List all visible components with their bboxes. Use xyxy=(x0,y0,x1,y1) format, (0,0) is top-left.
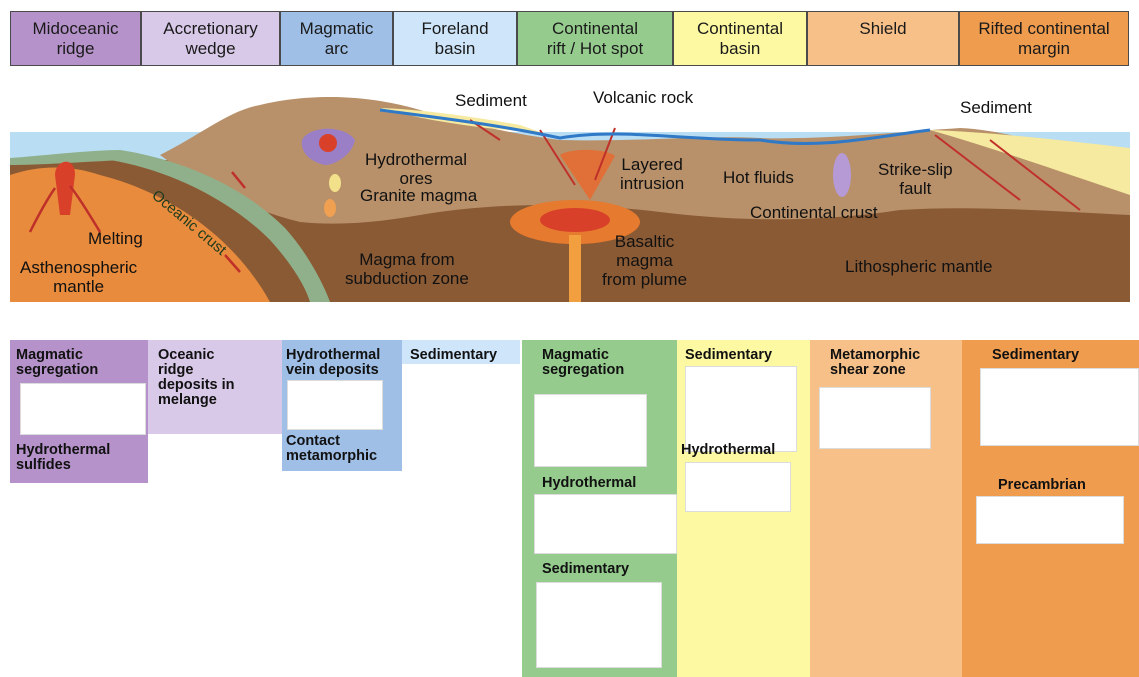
header-accretionary-wedge: Accretionary wedge xyxy=(141,11,280,66)
label-strike-slip-fault: Strike-slip fault xyxy=(878,160,953,198)
header-foreland-basin: Foreland basin xyxy=(393,11,517,66)
label-hydrothermal-ores: Hydrothermal ores xyxy=(365,150,467,188)
label-layered-intrusion: Layered intrusion xyxy=(620,155,684,193)
deposit-sedimentary-basin: Sedimentary xyxy=(685,348,772,363)
header-midoceanic-ridge: Midoceanic ridge xyxy=(10,11,141,66)
header-shield: Shield xyxy=(807,11,959,66)
column-accretionary: Oceanic ridge deposits in melange xyxy=(148,340,282,434)
label-melting: Melting xyxy=(88,229,143,248)
deposit-magmatic-segregation: Magmatic segregation xyxy=(16,348,98,378)
blank-box[interactable] xyxy=(819,387,931,449)
deposit-precambrian: Precambrian xyxy=(998,478,1086,493)
label-asthenospheric-mantle: Asthenospheric mantle xyxy=(20,258,137,296)
column-shield: Metamorphic shear zone xyxy=(810,340,962,677)
deposit-contact-metamorphic: Contact metamorphic xyxy=(286,434,377,464)
column-continental-basin: Sedimentary Hydrothermal xyxy=(677,340,810,677)
label-hot-fluids: Hot fluids xyxy=(723,168,794,187)
label-lithospheric-mantle: Lithospheric mantle xyxy=(845,257,992,276)
label-basaltic-magma: Basaltic magma from plume xyxy=(602,232,687,289)
deposit-hydrothermal-basin: Hydrothermal xyxy=(681,443,775,458)
blank-box[interactable] xyxy=(20,383,146,435)
deposit-magmatic-segregation-rift: Magmatic segregation xyxy=(542,348,624,378)
column-foreland: Sedimentary xyxy=(402,340,520,364)
column-rift: Magmatic segregation Hydrothermal Sedime… xyxy=(522,340,677,677)
blank-box[interactable] xyxy=(685,462,791,512)
label-sediment-right: Sediment xyxy=(960,98,1032,117)
header-continental-rift: Continental rift / Hot spot xyxy=(517,11,673,66)
label-granite-magma: Granite magma xyxy=(360,186,477,205)
deposit-hydrothermal-rift: Hydrothermal xyxy=(542,476,636,491)
column-rifted-margin: Sedimentary Precambrian xyxy=(962,340,1139,677)
deposit-hydrothermal-vein: Hydrothermal vein deposits xyxy=(286,348,380,378)
label-magma-subduction: Magma from subduction zone xyxy=(345,250,469,288)
column-midoceanic: Magmatic segregation Hydrothermal sulfid… xyxy=(10,340,148,483)
deposit-sedimentary-margin: Sedimentary xyxy=(992,348,1079,363)
label-continental-crust: Continental crust xyxy=(750,203,878,222)
blank-box[interactable] xyxy=(536,582,662,668)
strike-slip-body xyxy=(833,153,851,197)
deposit-hydrothermal-sulfides: Hydrothermal sulfides xyxy=(16,443,110,473)
deposit-sedimentary-rift: Sedimentary xyxy=(542,562,629,577)
blank-box[interactable] xyxy=(980,368,1139,446)
label-volcanic-rock: Volcanic rock xyxy=(593,88,693,107)
blank-box[interactable] xyxy=(534,394,647,467)
blank-box[interactable] xyxy=(534,494,677,554)
column-magmatic-arc: Hydrothermal vein deposits Contact metam… xyxy=(282,340,402,471)
header-rifted-margin: Rifted continental margin xyxy=(959,11,1129,66)
blank-box[interactable] xyxy=(287,380,383,430)
blank-box[interactable] xyxy=(685,366,797,452)
deposit-sedimentary: Sedimentary xyxy=(410,348,497,363)
deposit-metamorphic-shear: Metamorphic shear zone xyxy=(830,348,920,378)
label-sediment-left: Sediment xyxy=(455,91,527,110)
header-magmatic-arc: Magmatic arc xyxy=(280,11,393,66)
header-continental-basin: Continental basin xyxy=(673,11,807,66)
deposit-oceanic-ridge: Oceanic ridge deposits in melange xyxy=(158,348,235,408)
blank-box[interactable] xyxy=(976,496,1124,544)
